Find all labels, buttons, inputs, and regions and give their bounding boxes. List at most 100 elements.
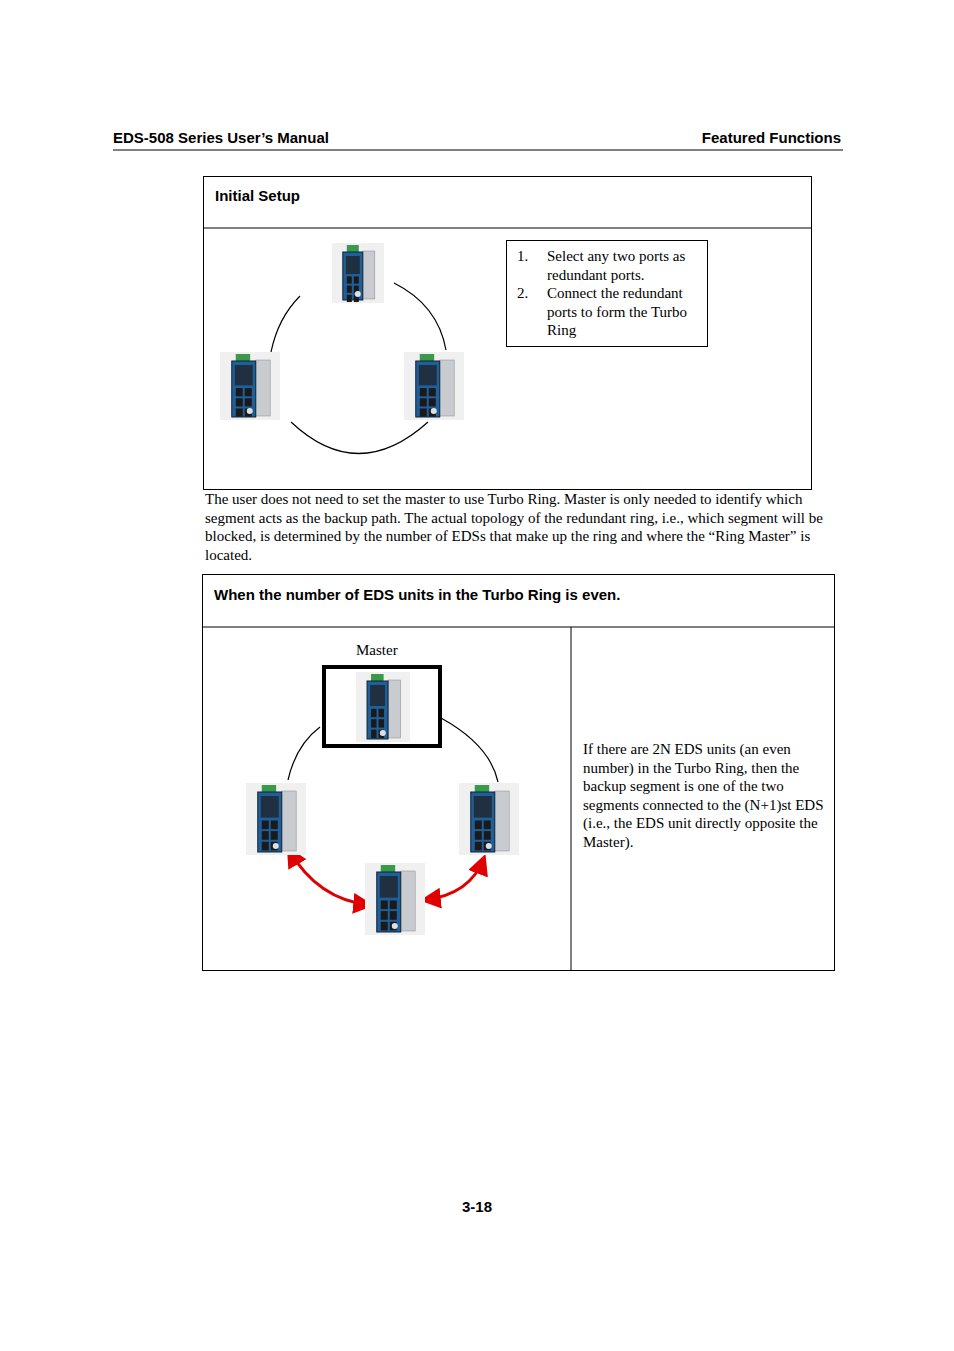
logo-dot — [380, 730, 386, 736]
fiber-port — [235, 365, 253, 385]
ring-segment — [441, 718, 498, 782]
rj45-port — [484, 820, 491, 829]
rj45-port — [390, 911, 397, 920]
rj45-port — [484, 831, 491, 840]
panel-heading: When the number of EDS units in the Turb… — [214, 586, 823, 605]
rj45-port — [475, 842, 482, 851]
switch-image — [356, 672, 410, 742]
rj45-port — [347, 286, 352, 293]
din-housing — [282, 791, 296, 851]
switch-image — [365, 863, 425, 935]
photo-ground — [246, 783, 306, 855]
frame-label: Master — [356, 641, 398, 660]
rj45-port — [390, 900, 397, 909]
fiber-port — [346, 256, 360, 274]
logo-dot — [431, 408, 437, 414]
logo-dot — [355, 291, 361, 297]
rj45-port — [381, 900, 388, 909]
rj45-port — [484, 842, 491, 851]
list-item: Connect the redundant ports to form the … — [547, 284, 697, 340]
logo-dot — [247, 408, 253, 414]
rj45-port — [429, 398, 436, 406]
rj45-port — [262, 842, 269, 851]
ring-segment — [291, 422, 428, 454]
logo-dot — [486, 843, 492, 849]
page-number: 3-18 — [377, 1198, 577, 1216]
rj45-port — [371, 719, 377, 727]
rj45-port — [271, 831, 278, 840]
rj45-port — [354, 276, 359, 283]
rj45-port — [420, 388, 427, 396]
photo-ground — [220, 352, 280, 420]
list-number: 2. — [517, 284, 547, 340]
switch-image — [332, 243, 384, 303]
fiber-port — [261, 796, 279, 818]
ring-segment — [271, 296, 300, 352]
rj45-port — [245, 388, 252, 396]
rj45-port — [245, 398, 252, 406]
body-paragraph: The user does not need to set the master… — [205, 490, 830, 564]
backup-arrow — [289, 850, 370, 905]
backup-arrow — [424, 858, 484, 900]
rj45-port — [379, 719, 385, 727]
rj45-port — [475, 831, 482, 840]
header-rule — [113, 150, 843, 151]
din-housing — [256, 360, 270, 416]
switch-body — [367, 681, 388, 739]
din-housing — [495, 791, 509, 851]
switch-body — [343, 252, 363, 300]
list-number: 1. — [517, 247, 547, 284]
rj45-port — [371, 709, 377, 717]
rj45-port — [379, 709, 385, 717]
switch-body — [471, 792, 495, 852]
photo-ground — [459, 783, 519, 855]
instruction-box: 1.Select any two ports as redundant port… — [506, 240, 708, 347]
master-frame: Master — [322, 665, 442, 748]
panel-heading: Initial Setup — [215, 187, 800, 206]
list-item: Select any two ports as redundant ports. — [547, 247, 697, 284]
rj45-port — [381, 911, 388, 920]
rj45-port — [236, 398, 243, 406]
switch-image — [220, 352, 280, 420]
din-housing — [440, 360, 454, 416]
rj45-port — [429, 388, 436, 396]
rj45-port — [475, 820, 482, 829]
fiber-port — [380, 876, 398, 898]
din-housing — [388, 680, 401, 738]
photo-ground — [356, 672, 410, 742]
rj45-port — [245, 408, 252, 416]
rj45-port — [381, 922, 388, 931]
photo-ground — [404, 352, 464, 420]
rj45-port — [271, 842, 278, 851]
table-divider — [571, 627, 572, 971]
fiber-port — [474, 796, 492, 818]
logo-dot — [273, 843, 279, 849]
switch-body — [416, 361, 440, 417]
rj45-port — [271, 820, 278, 829]
switch-body — [377, 872, 401, 932]
rj45-port — [371, 730, 377, 738]
rj45-port — [262, 820, 269, 829]
din-housing — [401, 871, 415, 931]
rj45-port — [347, 295, 352, 302]
rj45-port — [390, 922, 397, 931]
table-cell: If there are 2N EDS units (an even numbe… — [572, 628, 836, 972]
ring-segment — [394, 283, 446, 350]
rj45-port — [236, 408, 243, 416]
table-divider — [202, 627, 835, 628]
din-housing — [363, 251, 375, 299]
table-panel: Initial Setup 1.Select any two ports as r… — [203, 176, 812, 490]
switch-image — [459, 783, 519, 855]
rj45-port — [420, 398, 427, 406]
cell-text: If there are 2N EDS units (an even numbe… — [583, 740, 826, 852]
switch-image — [246, 783, 306, 855]
photo-ground — [332, 243, 384, 303]
fiber-port — [419, 365, 437, 385]
logo-dot — [392, 923, 398, 929]
rj45-port — [429, 408, 436, 416]
rj45-port — [262, 831, 269, 840]
switch-body — [258, 792, 282, 852]
photo-ground — [365, 863, 425, 935]
ring-segment — [288, 727, 320, 780]
